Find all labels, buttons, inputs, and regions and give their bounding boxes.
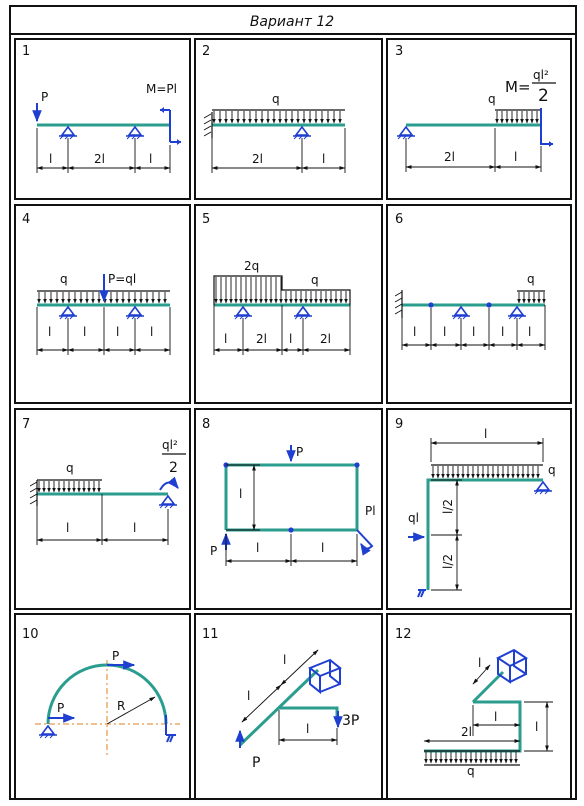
dim-label: l [501,325,504,339]
cell-number-5: 5 [202,212,210,227]
moment-label: M= [505,78,531,96]
cell-number-9: 9 [395,417,403,432]
diagram-2: q 2l l [203,92,346,173]
dim-label: l [528,325,531,339]
force-label: P [252,755,260,771]
force-label: P [57,701,64,715]
force-label: P [296,445,303,459]
dim-label: 2l [94,152,105,166]
variant-title: Вариант 12 [250,14,334,30]
dim-label: l [321,541,324,555]
dim-label: l [239,487,242,501]
dim-label: l [514,150,517,164]
dim-label: l [116,325,119,339]
force-label: P=ql [108,272,136,286]
dim-label: l [443,325,446,339]
cell-grid [14,38,572,800]
dim-label: l [48,325,51,339]
load-label: q [527,272,535,286]
diagram-11: P 3P l l l [235,649,359,771]
dim-label: 2l [461,725,472,739]
dim-label: 2l [252,152,263,166]
dim-label: l [535,720,538,734]
diagram-1: P M=Pl l 2l l [32,82,181,173]
moment-label: M=Pl [146,82,177,96]
diagram-4: q P=ql l l l l [36,272,171,355]
cell-number-11: 11 [202,627,219,642]
cell-number-3: 3 [395,44,403,59]
cell-number-12: 12 [395,627,412,642]
dim-label: 2l [444,150,455,164]
cell-number-8: 8 [202,417,210,432]
force-label: ql [408,511,419,525]
dim-label: l [413,325,416,339]
moment-label: Pl [365,504,376,518]
moment-numerator: ql² [162,438,178,452]
dim-label: l [494,710,497,724]
force-label: P [41,90,48,104]
load-label: q [66,461,74,475]
dim-label: l [306,722,309,736]
dim-label: l [66,521,69,535]
diagram-10: P P R [35,649,180,756]
load-label: q [272,92,280,106]
dim-label: l [256,541,259,555]
moment-denominator: 2 [538,86,549,106]
force-label: P [112,649,119,663]
load-label: 2q [244,259,259,273]
load-label: q [311,273,319,287]
moment-denominator: 2 [169,460,178,476]
load-label: q [60,272,68,286]
moment-numerator: ql² [533,68,549,82]
dim-label: l [289,332,292,346]
cell-number-1: 1 [22,44,30,59]
force-label: 3P [342,713,359,729]
dim-label: l/2 [441,554,455,569]
force-label: P [210,544,217,558]
dim-label: l [283,653,286,667]
cell-number-10: 10 [22,627,39,642]
dim-label: 2l [256,332,267,346]
load-label: q [488,92,496,106]
diagram-7: q ql² 2 l l [29,438,186,545]
cell-number-4: 4 [22,212,30,227]
dim-label: l [133,521,136,535]
cell-number-2: 2 [202,44,210,59]
diagram-5: 2q q l 2l l 2l [213,259,351,355]
diagram-12: q l l 2l l [423,648,553,778]
dim-label: l [224,332,227,346]
dim-label: l [150,325,153,339]
dim-label: l [478,656,481,670]
dim-label: l [484,427,487,441]
dim-label: l/2 [441,499,455,514]
cell-number-7: 7 [22,417,30,432]
diagram-9: l q ql l/2 l/2 [408,427,556,598]
dim-label: l [247,689,250,703]
dim-label: l [49,152,52,166]
dim-label: l [322,152,325,166]
diagram-6: q l l l l l [394,272,546,350]
cell-number-6: 6 [395,212,403,227]
load-label: q [467,764,475,778]
dim-label: l [83,325,86,339]
load-label: q [548,463,556,477]
dim-label: 2l [320,332,331,346]
diagram-8: P P Pl l l l [210,445,376,566]
radius-label: R [117,699,125,713]
dim-label: l [149,152,152,166]
dim-label: l [472,325,475,339]
diagram-3: q M= ql² 2 2l l [396,68,556,172]
